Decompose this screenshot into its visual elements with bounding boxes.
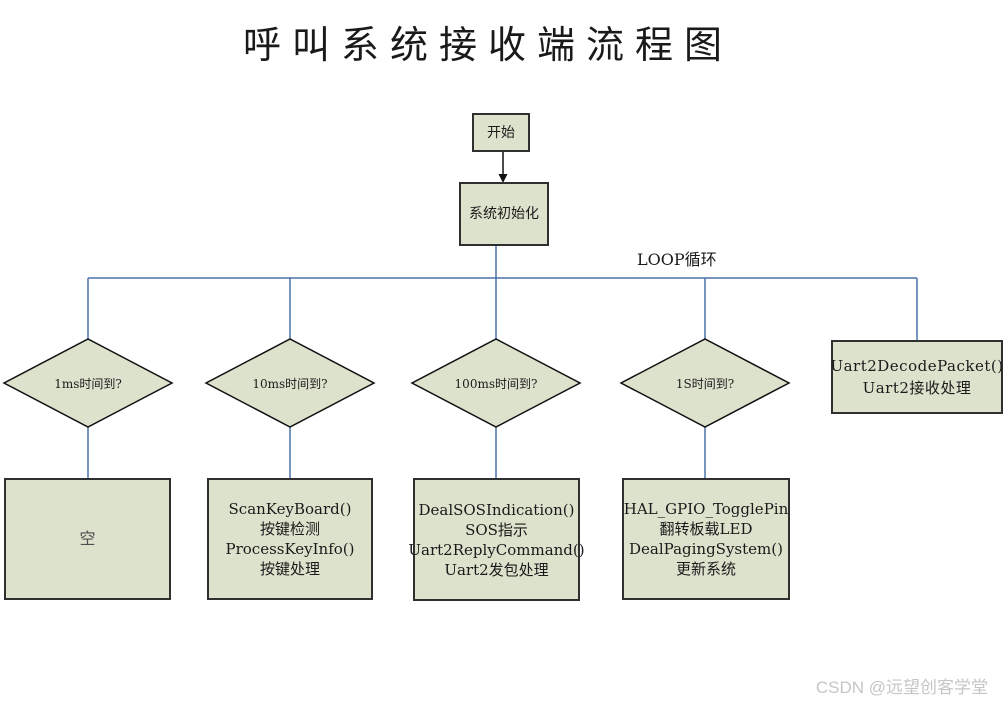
csdn-watermark: CSDN @远望创客学堂 — [815, 678, 988, 697]
sos-line-1: DealSOSIndication() — [418, 500, 575, 519]
toggle-line-3: DealPagingSystem() — [629, 540, 783, 558]
loop-label: LOOP循环 — [637, 250, 717, 269]
keyscan-line-4: 按键处理 — [259, 560, 320, 578]
decision-label-100ms: 100ms时间到? — [454, 376, 538, 391]
action-empty-label: 空 — [79, 529, 96, 548]
toggle-line-1: HAL_GPIO_TogglePin — [623, 500, 789, 518]
decision-label-1ms: 1ms时间到? — [54, 376, 122, 391]
uart-decode-line-1: Uart2DecodePacket() — [830, 357, 1004, 375]
toggle-line-2: 翻转板载LED — [659, 520, 753, 538]
uart-decode-line-2: Uart2接收处理 — [862, 379, 972, 397]
uart-decode-box: Uart2DecodePacket() Uart2接收处理 — [830, 340, 1004, 414]
init-node: 系统初始化 — [459, 182, 549, 246]
page-title: 呼叫系统接收端流程图 — [242, 23, 733, 67]
sos-line-2: SOS指示 — [465, 520, 528, 539]
arrow-down-icon — [498, 174, 508, 183]
action-box-toggle: HAL_GPIO_TogglePin 翻转板载LED DealPagingSys… — [622, 478, 790, 600]
decision-label-10ms: 10ms时间到? — [252, 376, 328, 391]
start-node: 开始 — [472, 113, 530, 152]
decision-label-1s: 1S时间到? — [675, 376, 735, 391]
sos-line-4: Uart2发包处理 — [444, 560, 549, 579]
action-box-empty: 空 — [4, 478, 171, 600]
keyscan-line-3: ProcessKeyInfo() — [225, 540, 355, 558]
decision-diamond-10ms — [204, 338, 376, 428]
keyscan-line-2: 按键检测 — [259, 520, 320, 538]
action-box-keyscan: ScanKeyBoard() 按键检测 ProcessKeyInfo() 按键处… — [207, 478, 373, 600]
action-box-sos: DealSOSIndication() SOS指示 Uart2ReplyComm… — [408, 478, 585, 601]
sos-line-3: Uart2ReplyCommand() — [408, 540, 585, 559]
init-node-label: 系统初始化 — [469, 206, 539, 222]
decision-diamond-1ms — [2, 338, 174, 428]
start-node-label: 开始 — [487, 124, 515, 141]
keyscan-line-1: ScanKeyBoard() — [228, 500, 352, 518]
decision-diamond-1s — [619, 338, 791, 428]
decision-diamond-100ms — [410, 338, 582, 428]
toggle-line-4: 更新系统 — [675, 560, 736, 578]
